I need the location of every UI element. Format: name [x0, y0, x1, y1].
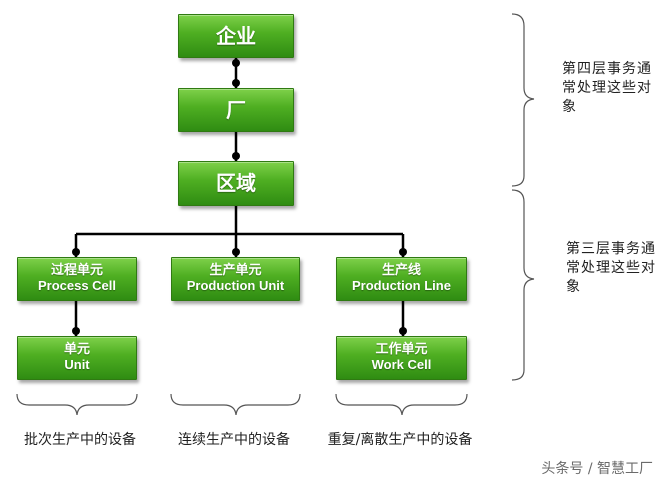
node-production-line: 生产线 Production Line [336, 257, 467, 301]
node-production-line-cn: 生产线 [381, 263, 421, 279]
node-site-label: 厂 [226, 97, 246, 122]
node-production-unit: 生产单元 Production Unit [171, 257, 300, 301]
side-label-level4: 第四层事务通常处理这些对象 [562, 61, 652, 115]
watermark: 头条号 / 智慧工厂 [541, 461, 653, 477]
node-area: 区域 [178, 161, 294, 206]
brace-bottom-1 [16, 393, 138, 416]
node-production-unit-cn: 生产单元 [209, 263, 262, 279]
node-work-cell-cn: 工作单元 [375, 342, 428, 358]
brace-bottom-3 [335, 393, 468, 416]
connector-dot [232, 59, 240, 67]
connector-dot [399, 327, 407, 335]
brace-bottom-2 [170, 393, 301, 416]
node-production-unit-en: Production Unit [186, 278, 285, 293]
node-unit-en: Unit [64, 357, 90, 372]
connector-dot [232, 79, 240, 87]
node-work-cell-en: Work Cell [371, 357, 432, 372]
node-unit-cn: 单元 [63, 342, 90, 358]
connector-dot [232, 248, 240, 256]
brace-lower [511, 189, 535, 381]
node-unit: 单元 Unit [17, 336, 137, 380]
node-area-label: 区域 [216, 171, 256, 195]
node-enterprise: 企业 [178, 14, 294, 58]
brace-upper [511, 13, 535, 187]
connector-dot [399, 248, 407, 256]
node-work-cell: 工作单元 Work Cell [336, 336, 467, 380]
node-enterprise-label: 企业 [216, 23, 256, 48]
node-production-line-en: Production Line [352, 278, 451, 293]
bottom-label-discrete: 重复/离散生产中的设备 [327, 432, 473, 448]
bottom-label-continuous: 连续生产中的设备 [178, 432, 290, 448]
connector-dot [72, 327, 80, 335]
node-process-cell-en: Process Cell [37, 278, 117, 293]
node-site: 厂 [178, 88, 294, 132]
connector-dot [232, 152, 240, 160]
side-label-level3: 第三层事务通常处理这些对象 [566, 241, 656, 295]
node-process-cell: 过程单元 Process Cell [17, 257, 137, 301]
connector-dot [72, 248, 80, 256]
bottom-label-batch: 批次生产中的设备 [24, 432, 136, 448]
node-process-cell-cn: 过程单元 [50, 263, 103, 279]
